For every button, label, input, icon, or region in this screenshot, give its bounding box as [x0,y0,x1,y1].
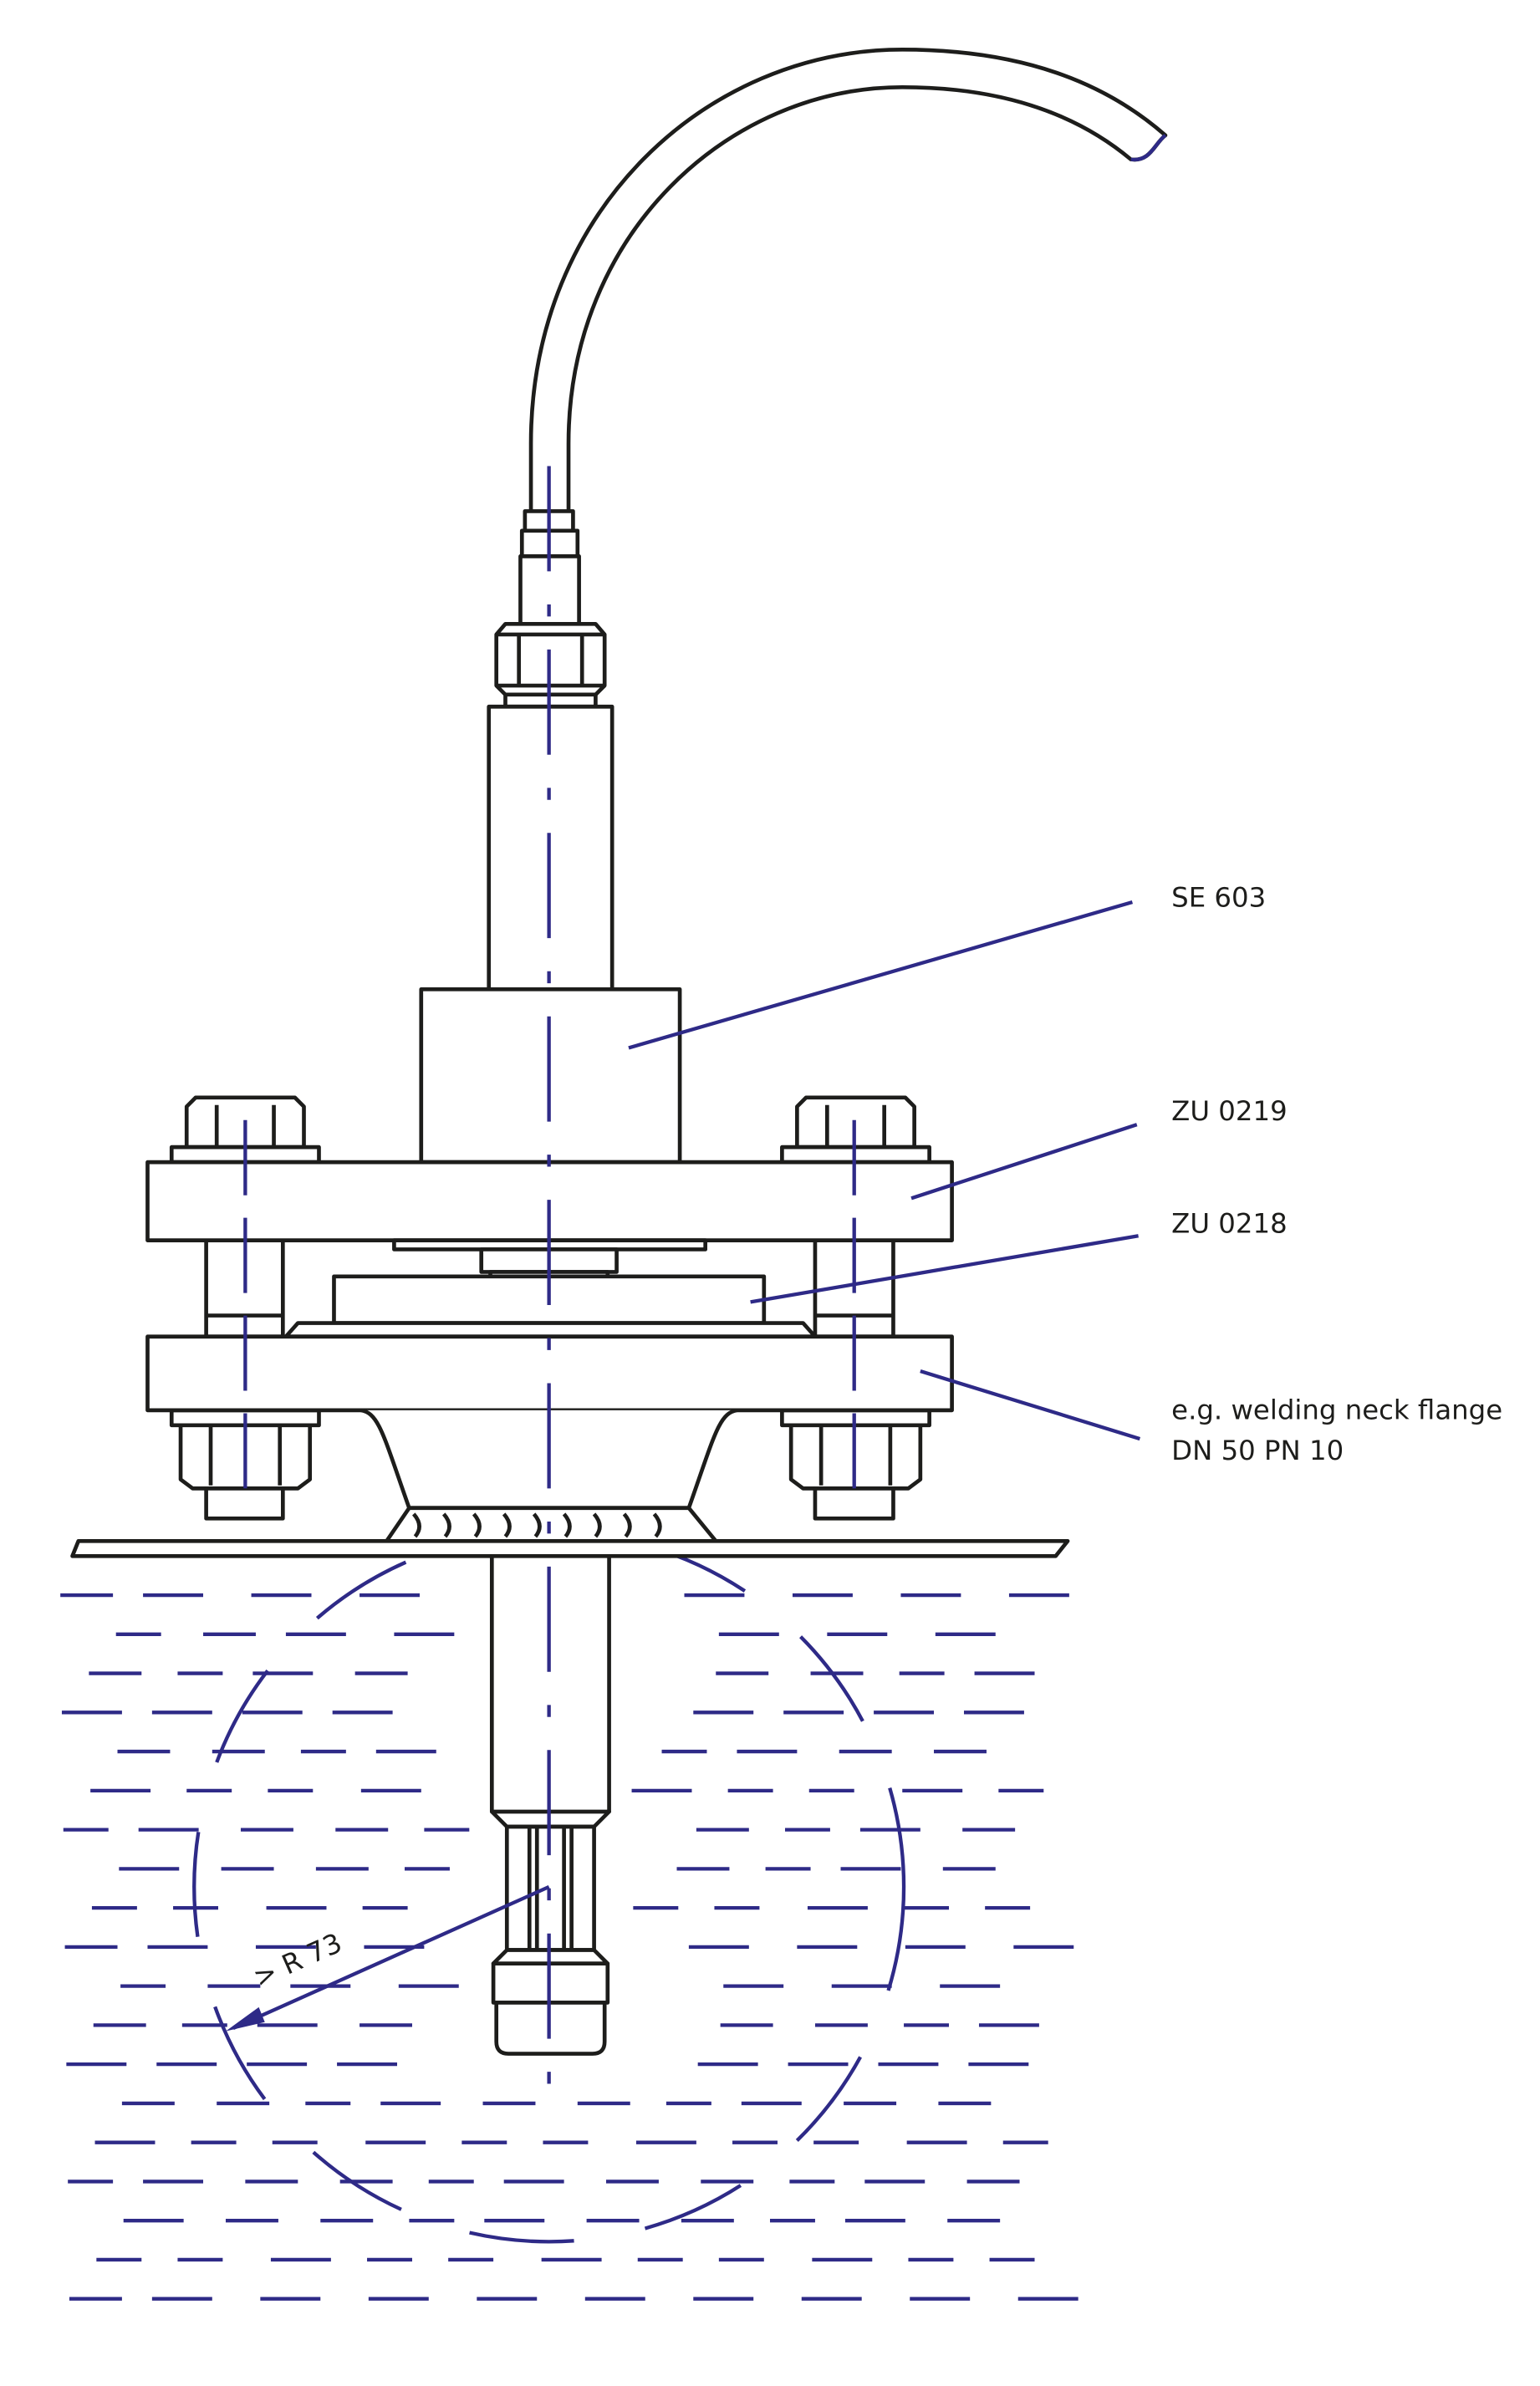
label-flange-line1: e.g. welding neck flange [1171,1394,1502,1426]
liquid-dashes [60,1593,1079,2301]
cable-end [1130,134,1167,161]
label-se603: SE 603 [1171,881,1266,913]
arrowhead-icon [225,2006,265,2032]
leader-flange [920,1369,1141,1441]
label-flange-line2: DN 50 PN 10 [1171,1435,1344,1466]
cable [528,48,1168,512]
radius-arrow [232,1884,550,2030]
label-zu0218: ZU 0218 [1171,1208,1288,1240]
label-zu0219: ZU 0219 [1171,1095,1288,1127]
leader-zu0219 [910,1123,1138,1201]
leader-se603 [628,900,1134,1050]
weld-seam [385,1506,718,1543]
bolt-left [169,1095,321,1521]
tank-wall [70,1538,1070,1558]
leader-zu0218 [750,1234,1139,1304]
